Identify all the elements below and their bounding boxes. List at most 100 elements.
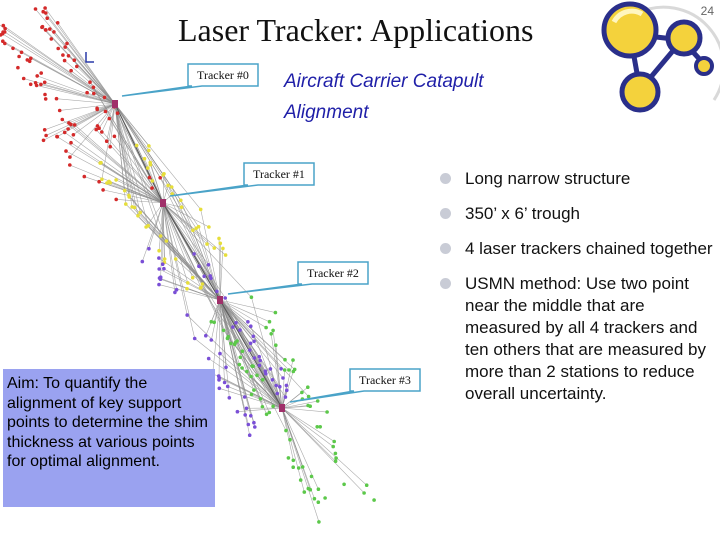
measurement-point bbox=[197, 264, 201, 269]
sight-line bbox=[251, 297, 283, 409]
measurement-point bbox=[69, 140, 73, 145]
measurement-point bbox=[226, 334, 230, 339]
measurement-point bbox=[101, 188, 105, 192]
measurement-point bbox=[43, 97, 48, 101]
measurement-point bbox=[40, 25, 44, 30]
measurement-point bbox=[157, 267, 161, 271]
station-link-line bbox=[162, 202, 221, 301]
measurement-point bbox=[291, 358, 295, 362]
sight-line bbox=[76, 66, 116, 105]
measurement-point bbox=[207, 225, 211, 229]
measurement-point bbox=[192, 252, 196, 256]
measurement-point bbox=[315, 399, 320, 403]
tracker-station-marker bbox=[160, 199, 166, 207]
station-link-line bbox=[114, 103, 164, 204]
measurement-point bbox=[225, 384, 230, 389]
sight-line bbox=[180, 200, 221, 301]
sight-line bbox=[101, 103, 116, 180]
measurement-point bbox=[158, 176, 162, 180]
sight-line bbox=[218, 299, 221, 380]
measurement-point bbox=[269, 332, 274, 336]
measurement-point bbox=[1, 23, 6, 28]
measurement-point bbox=[362, 491, 366, 495]
sight-line bbox=[175, 258, 221, 301]
measurement-point bbox=[162, 266, 166, 271]
sight-line bbox=[162, 202, 189, 283]
bullet-text: USMN method: Use two point near the midd… bbox=[465, 274, 706, 403]
sight-line bbox=[2, 40, 116, 105]
measurement-point bbox=[238, 355, 243, 360]
subtitle-line-1: Aircraft Carrier Catapult bbox=[284, 71, 484, 92]
measurement-point bbox=[288, 437, 292, 442]
measurement-point bbox=[300, 390, 304, 395]
measurement-point bbox=[198, 286, 203, 290]
measurement-point bbox=[316, 500, 321, 505]
measurement-point bbox=[284, 383, 289, 388]
measurement-point bbox=[274, 383, 279, 388]
sight-line bbox=[281, 407, 328, 413]
tracker-callout-bubble bbox=[169, 162, 315, 197]
measurement-point bbox=[157, 256, 161, 260]
sight-line bbox=[218, 375, 283, 409]
measurement-point bbox=[186, 281, 190, 285]
sight-line bbox=[158, 257, 221, 301]
measurement-point bbox=[85, 90, 89, 95]
measurement-point bbox=[205, 242, 209, 246]
measurement-point bbox=[325, 410, 329, 414]
measurement-point bbox=[233, 340, 238, 345]
measurement-point bbox=[94, 127, 98, 132]
sight-line bbox=[251, 394, 283, 409]
tracker-markers bbox=[112, 100, 285, 412]
measurement-point bbox=[206, 356, 211, 361]
measurement-point bbox=[364, 483, 369, 488]
measurement-point bbox=[298, 478, 303, 482]
measurement-point bbox=[88, 80, 92, 84]
measurement-points bbox=[0, 6, 376, 524]
measurement-point bbox=[248, 341, 253, 346]
measurement-point bbox=[209, 319, 214, 324]
measurement-point bbox=[179, 198, 183, 203]
measurement-point bbox=[235, 409, 240, 414]
sight-line bbox=[281, 369, 286, 409]
bullet-text: Long narrow structure bbox=[465, 169, 631, 188]
measurement-point bbox=[42, 80, 47, 85]
measurement-point bbox=[44, 133, 48, 138]
measurement-point bbox=[283, 357, 287, 362]
sight-line bbox=[163, 268, 221, 301]
measurement-point bbox=[312, 496, 317, 501]
measurement-point bbox=[317, 520, 321, 524]
slide-title: Laser Tracker: Applications bbox=[178, 12, 534, 48]
measurement-point bbox=[224, 365, 228, 370]
sight-line bbox=[162, 202, 252, 298]
measurement-point bbox=[68, 163, 72, 167]
measurement-point bbox=[270, 378, 275, 382]
measurement-point bbox=[64, 149, 68, 153]
measurement-point bbox=[291, 465, 296, 470]
measurement-point bbox=[204, 333, 208, 338]
measurement-point bbox=[306, 486, 311, 491]
bullet-text: 350’ x 6’ trough bbox=[465, 204, 580, 223]
tracker-station-marker bbox=[112, 100, 118, 108]
measurement-point bbox=[223, 296, 227, 300]
measurement-point bbox=[331, 444, 336, 449]
measurement-point bbox=[222, 380, 227, 385]
network-logo-icon bbox=[601, 1, 720, 113]
measurement-point bbox=[284, 428, 288, 433]
sight-line bbox=[241, 367, 283, 409]
axis-glyph-icon bbox=[85, 52, 94, 63]
measurement-point bbox=[138, 210, 142, 215]
measurement-point bbox=[255, 373, 259, 378]
measurement-point bbox=[247, 348, 252, 352]
measurement-point bbox=[240, 366, 244, 370]
measurement-point bbox=[44, 11, 48, 15]
measurement-point bbox=[249, 295, 254, 300]
measurement-point bbox=[55, 21, 60, 25]
sight-line bbox=[194, 338, 283, 409]
measurement-point bbox=[215, 289, 219, 294]
measurement-point bbox=[231, 325, 235, 329]
measurement-point bbox=[134, 143, 139, 148]
measurement-point bbox=[252, 339, 256, 344]
bullet-list: Long narrow structure 350’ x 6’ trough 4… bbox=[440, 168, 718, 418]
sight-line bbox=[37, 75, 116, 105]
sight-line bbox=[35, 8, 116, 105]
